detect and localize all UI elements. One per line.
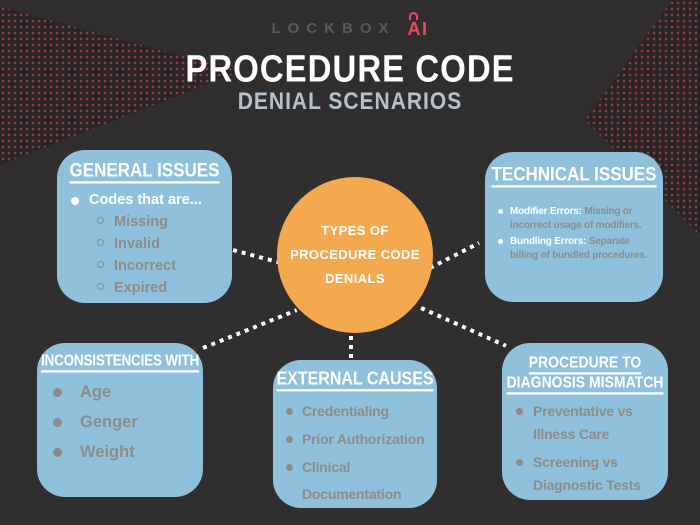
list-item-label: Missing bbox=[114, 214, 168, 230]
list-item-label: Weight bbox=[80, 443, 135, 461]
list-item-label: Screening vs Diagnostic Tests bbox=[533, 454, 641, 493]
circle-bullet-icon bbox=[97, 283, 104, 290]
list-item: Weight bbox=[53, 437, 203, 467]
bullet-icon bbox=[516, 459, 523, 466]
box-inconsistencies: INCONSISTENCIES WITH Age Genger Weight bbox=[37, 343, 203, 497]
center-line-2: PROCEDURE CODE bbox=[290, 247, 420, 262]
list-item: Genger bbox=[53, 407, 203, 437]
box-mismatch-title: PROCEDURE TO DIAGNOSIS MISMATCH bbox=[502, 352, 668, 392]
page-title: PROCEDURE CODE bbox=[0, 47, 700, 90]
page-title-text: PROCEDURE CODE bbox=[185, 47, 515, 90]
list-item-label: Incorrect bbox=[114, 258, 177, 274]
technical-list: Modifier Errors: Missing or incorrect us… bbox=[485, 205, 663, 262]
list-item-label: Genger bbox=[80, 413, 138, 431]
term-text: Separate billing of bundled procedures. bbox=[510, 236, 648, 261]
box-technical-title-text: TECHNICAL ISSUES bbox=[491, 163, 657, 186]
mismatch-list: Preventative vs Illness Care Screening v… bbox=[502, 400, 668, 497]
logo-ai-letters: AI bbox=[407, 19, 429, 39]
box-general-issues: GENERAL ISSUES Codes that are... Missing… bbox=[57, 150, 232, 303]
term-text: Missing or incorrect usage of modifiers. bbox=[510, 206, 642, 231]
inconsistencies-list: Age Genger Weight bbox=[37, 377, 203, 467]
bullet-icon bbox=[516, 408, 523, 415]
bullet-icon bbox=[286, 408, 293, 415]
center-node-label: TYPES OF PROCEDURE CODE DENIALS bbox=[290, 219, 420, 291]
list-item: Bundling Errors: Separate billing of bun… bbox=[498, 235, 655, 262]
list-item: Screening vs Diagnostic Tests bbox=[516, 451, 666, 497]
box-external-title: EXTERNAL CAUSES bbox=[273, 369, 437, 390]
connector-right-top bbox=[429, 241, 480, 270]
list-item: Invalid bbox=[97, 236, 232, 252]
list-item: Prior Authorization bbox=[286, 426, 435, 453]
list-item-label: Invalid bbox=[114, 236, 160, 252]
list-item-label: Age bbox=[80, 383, 112, 401]
connector-bottom-center bbox=[349, 336, 353, 362]
list-item: Codes that are... bbox=[71, 192, 232, 208]
list-item: Modifier Errors: Missing or incorrect us… bbox=[498, 205, 655, 232]
box-mismatch-title-line1: PROCEDURE TO bbox=[528, 352, 642, 372]
list-item-label: Modifier Errors: Missing or incorrect us… bbox=[510, 205, 655, 232]
box-general-title: GENERAL ISSUES bbox=[57, 159, 232, 182]
box-diagnosis-mismatch: PROCEDURE TO DIAGNOSIS MISMATCH Preventa… bbox=[502, 343, 668, 500]
bullet-icon bbox=[498, 209, 503, 214]
list-item: Incorrect bbox=[97, 258, 232, 274]
box-external-title-text: EXTERNAL CAUSES bbox=[276, 369, 434, 390]
list-item: Age bbox=[53, 377, 203, 407]
logo-brand-text: LOCKBOX bbox=[271, 20, 396, 37]
logo-ai-text: AI bbox=[407, 12, 429, 39]
connector-bottom-left bbox=[202, 308, 298, 350]
list-item-label: Credentialing bbox=[302, 403, 389, 419]
bullet-icon bbox=[53, 418, 62, 427]
list-item: Preventative vs Illness Care bbox=[516, 400, 666, 446]
circle-bullet-icon bbox=[97, 261, 104, 268]
center-line-3: DENIALS bbox=[325, 271, 385, 286]
bullet-icon bbox=[71, 197, 79, 205]
lockbox-logo: LOCKBOX AI bbox=[0, 12, 700, 39]
list-item: Expired bbox=[97, 280, 232, 296]
circle-bullet-icon bbox=[97, 217, 104, 224]
box-mismatch-title-line2: DIAGNOSIS MISMATCH bbox=[506, 372, 664, 392]
box-inconsistencies-title: INCONSISTENCIES WITH bbox=[37, 351, 203, 370]
external-list: Credentialing Prior Authorization Clinic… bbox=[273, 398, 437, 508]
box-external-causes: EXTERNAL CAUSES Credentialing Prior Auth… bbox=[273, 360, 437, 508]
box-technical-title: TECHNICAL ISSUES bbox=[485, 163, 663, 186]
bullet-icon bbox=[286, 464, 293, 471]
list-item: Missing bbox=[97, 214, 232, 230]
connector-left bbox=[232, 248, 282, 265]
bullet-icon bbox=[53, 448, 62, 457]
list-item-label: Expired bbox=[114, 280, 168, 296]
box-general-title-text: GENERAL ISSUES bbox=[69, 159, 220, 182]
lock-shackle-icon bbox=[408, 12, 418, 20]
list-item-label: Clinical Documentation bbox=[302, 459, 402, 502]
list-item-label: Preventative vs Illness Care bbox=[533, 403, 633, 442]
list-item: Credentialing bbox=[286, 398, 435, 425]
page-subtitle-text: DENIAL SCENARIOS bbox=[237, 88, 463, 115]
circle-bullet-icon bbox=[97, 239, 104, 246]
center-node: TYPES OF PROCEDURE CODE DENIALS bbox=[277, 177, 433, 333]
bullet-icon bbox=[498, 239, 503, 244]
list-item-label: Bundling Errors: Separate billing of bun… bbox=[510, 235, 655, 262]
connector-bottom-right bbox=[420, 306, 507, 348]
page-subtitle: DENIAL SCENARIOS bbox=[0, 88, 700, 115]
center-line-1: TYPES OF bbox=[321, 223, 389, 238]
list-item: Clinical Documentation bbox=[286, 454, 435, 508]
box-technical-issues: TECHNICAL ISSUES Modifier Errors: Missin… bbox=[485, 152, 663, 302]
box-inconsistencies-title-text: INCONSISTENCIES WITH bbox=[40, 351, 199, 370]
term-label: Bundling Errors: bbox=[510, 236, 587, 247]
list-item-label: Prior Authorization bbox=[302, 431, 425, 447]
bullet-icon bbox=[53, 388, 62, 397]
list-item-label: Codes that are... bbox=[89, 192, 202, 208]
term-label: Modifier Errors: bbox=[510, 206, 582, 217]
bullet-icon bbox=[286, 436, 293, 443]
